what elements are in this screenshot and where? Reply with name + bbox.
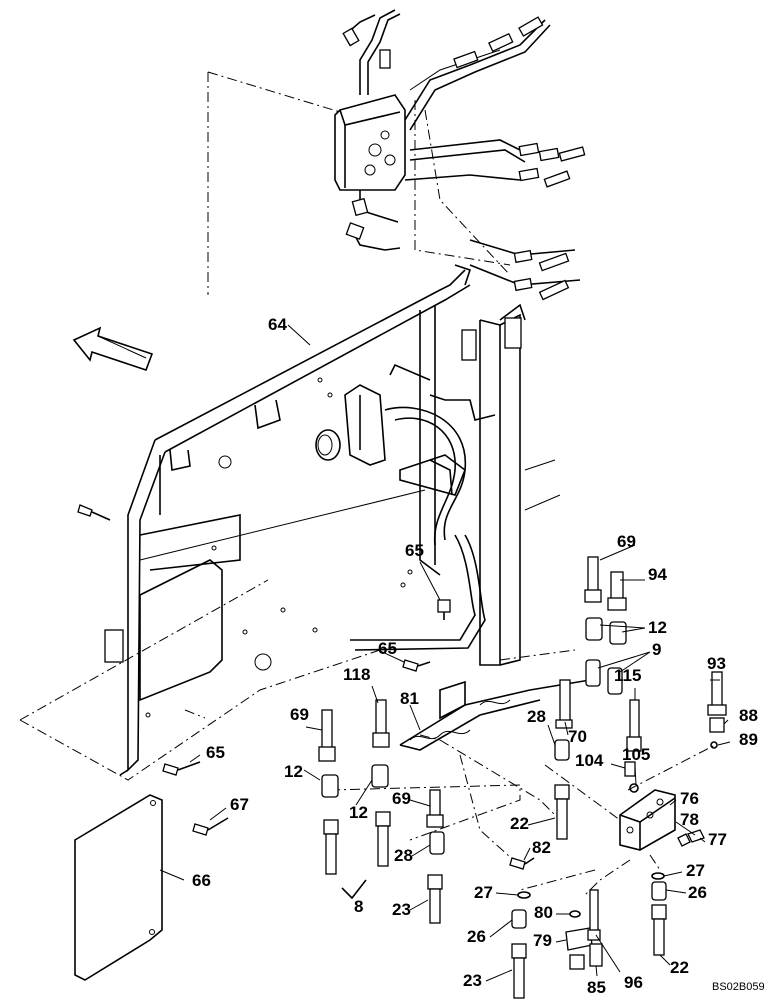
drawing-code: BS02B059 [712,981,765,993]
callout-22: 22 [510,814,529,833]
callout-89: 89 [739,730,758,749]
callout-28: 28 [527,707,546,726]
callout-78: 78 [680,810,699,829]
callout-85: 85 [587,978,606,997]
callout-65: 65 [405,541,424,560]
callout-27: 27 [686,861,705,880]
callout-80: 80 [534,903,553,922]
manifold-block [519,744,716,896]
callout-28: 28 [394,846,413,865]
callout-93: 93 [707,654,726,673]
callout-96: 96 [624,973,643,992]
callout-70: 70 [568,727,587,746]
callout-26: 26 [688,883,707,902]
control-valve-assembly [334,9,586,301]
callout-115: 115 [614,666,641,685]
callout-76: 76 [680,789,699,808]
callout-79: 79 [533,931,552,950]
cover-plate [74,794,163,981]
hose-bracket [329,649,621,858]
callout-67: 67 [230,795,249,814]
callout-88: 88 [739,706,758,725]
callout-104: 104 [575,751,604,770]
callout-69: 69 [392,789,411,808]
callout-23: 23 [463,971,482,990]
front-direction-arrow [72,326,154,372]
callout-27: 27 [474,883,493,902]
callout-69: 69 [290,705,309,724]
callout-77: 77 [708,830,727,849]
callout-65: 65 [378,639,397,658]
callout-12: 12 [648,618,667,637]
callout-22: 22 [670,958,689,977]
callout-23: 23 [392,900,411,919]
callout-12: 12 [349,803,368,822]
bolts [162,659,535,870]
callout-8: 8 [354,897,363,916]
callout-69: 69 [617,532,636,551]
callout-64: 64 [268,315,287,334]
callout-65: 65 [206,743,225,762]
callout-66: 66 [192,871,211,890]
callout-94: 94 [648,565,667,584]
callout-118: 118 [343,665,370,684]
radiator-frame [19,71,561,781]
callout-26: 26 [467,927,486,946]
callout-9: 9 [652,640,661,659]
leader-lines [159,324,731,982]
callout-105: 105 [622,745,650,764]
callout-12: 12 [284,762,303,781]
callout-81: 81 [400,689,419,708]
callout-82: 82 [532,838,551,857]
